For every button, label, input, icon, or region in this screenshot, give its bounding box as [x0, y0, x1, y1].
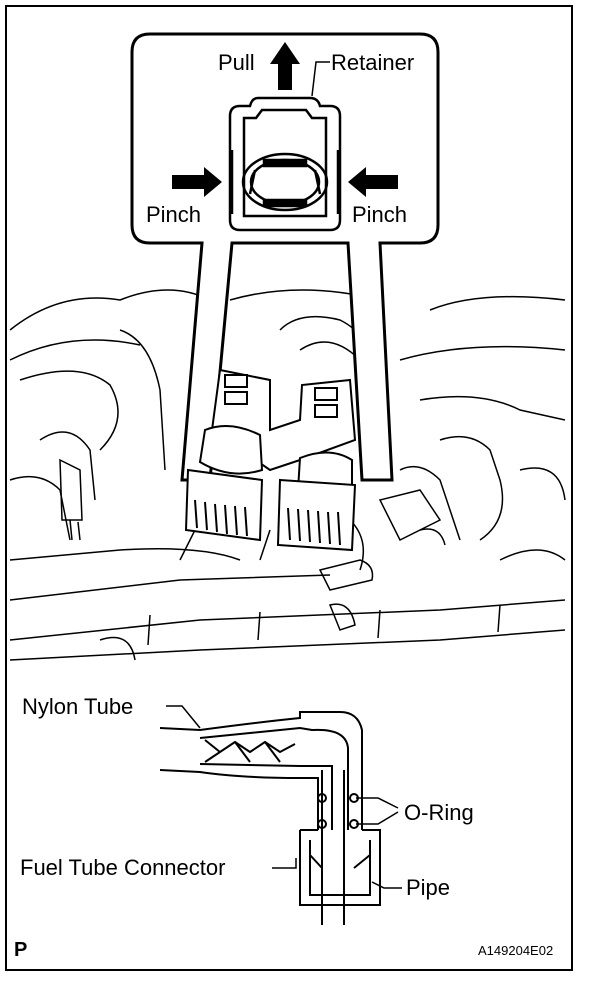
leader-lines — [166, 705, 402, 889]
o-ring-label: O-Ring — [404, 800, 474, 825]
pipe-label: Pipe — [406, 875, 451, 900]
pinch-right-arrow — [348, 167, 398, 197]
nylon-tube-label: Nylon Tube — [22, 694, 134, 719]
pinch-right-label: Pinch — [352, 202, 408, 227]
retainer-leader — [311, 61, 330, 97]
retainer-top-view — [228, 96, 342, 232]
inset-frame — [130, 32, 440, 482]
pinch-left-arrow — [172, 167, 222, 197]
pinch-left-label: Pinch — [146, 202, 202, 227]
engine-bay-sketch — [9, 289, 566, 661]
fuel-connector-assembly — [184, 368, 357, 552]
retainer-label: Retainer — [331, 50, 415, 75]
pull-arrow — [270, 42, 300, 90]
page-letter: P — [14, 939, 28, 961]
page-border — [5, 5, 573, 971]
fuel-tube-connector-label: Fuel Tube Connector — [20, 855, 226, 880]
figure-code: A149204E02 — [478, 943, 554, 958]
cross-section — [159, 711, 381, 925]
pull-label: Pull — [218, 50, 255, 75]
